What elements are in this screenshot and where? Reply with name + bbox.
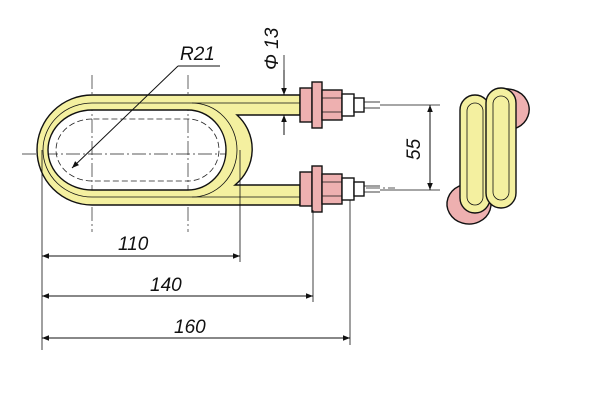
length-110-label: 110 xyxy=(118,234,149,255)
heating-tube-loop xyxy=(36,94,301,206)
side-view xyxy=(446,87,530,225)
length-140-label: 140 xyxy=(150,275,182,296)
lower-terminal-fitting xyxy=(299,165,380,213)
length-160-label: 160 xyxy=(174,317,206,338)
radius-leader-arrow xyxy=(71,65,179,169)
height-label: 55 xyxy=(404,138,425,160)
upper-terminal-fitting xyxy=(299,81,380,129)
radius-label: R21 xyxy=(180,44,215,65)
dimension-lines xyxy=(42,65,433,341)
diameter-label: Φ 13 xyxy=(262,27,283,70)
